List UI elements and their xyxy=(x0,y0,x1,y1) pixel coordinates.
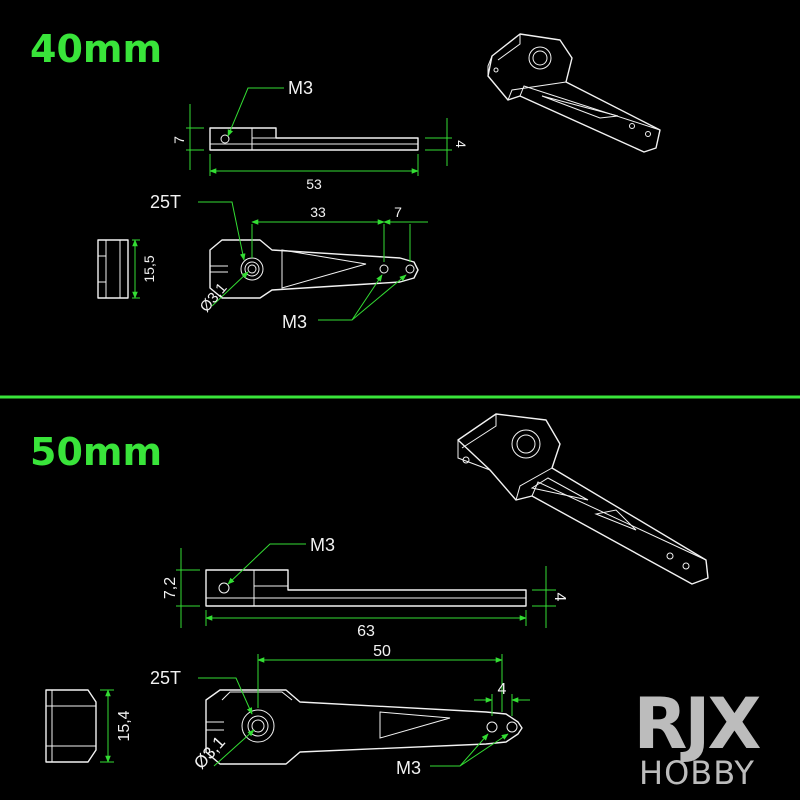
iso-view-40mm xyxy=(487,33,661,153)
holes-callout-40mm: M3 xyxy=(282,312,307,332)
top-view-50mm: 15,4 50 4 25T Ø3,1 xyxy=(45,643,530,778)
section-title-50mm: 50mm xyxy=(30,430,162,474)
iso-view-50mm xyxy=(457,413,709,585)
bore-label-50mm: Ø3,1 xyxy=(190,733,229,773)
thickness-label-40mm: 4 xyxy=(453,140,469,148)
section-40mm: 40mm 7 xyxy=(30,27,661,332)
hole-callout-40mm-side: M3 xyxy=(288,78,313,98)
spline-callout-40mm: 25T xyxy=(150,192,181,212)
side-view-40mm: 7 4 53 M3 xyxy=(171,78,469,192)
brand-logo-text: RJX xyxy=(634,683,761,765)
length-label-40mm: 53 xyxy=(306,176,322,192)
brand-sub-text: HOBBY xyxy=(639,754,755,792)
pitch-label-40mm: 33 xyxy=(310,204,326,220)
pitch-label-50mm: 50 xyxy=(373,643,391,660)
height-label-40mm: 7 xyxy=(171,136,187,144)
hole-callout-50mm-side: M3 xyxy=(310,535,335,555)
spline-callout-50mm: 25T xyxy=(150,668,181,688)
spacing-label-50mm: 4 xyxy=(498,681,507,698)
height-label-50mm: 7,2 xyxy=(162,577,179,599)
width-label-40mm: 15,5 xyxy=(141,255,157,282)
holes-callout-50mm: M3 xyxy=(396,758,421,778)
spacing-label-40mm: 7 xyxy=(394,204,402,220)
section-title-40mm: 40mm xyxy=(30,27,162,71)
length-label-50mm: 63 xyxy=(357,623,375,640)
top-view-40mm: 15,5 33 7 25T Ø3,1 M3 xyxy=(97,192,428,332)
section-50mm: 50mm 7,2 xyxy=(30,413,709,778)
brand-logo: RJX HOBBY xyxy=(634,683,764,792)
side-view-50mm: 7,2 4 63 M3 xyxy=(162,535,568,640)
thickness-label-50mm: 4 xyxy=(551,593,568,602)
width-label-50mm: 15,4 xyxy=(116,710,133,741)
